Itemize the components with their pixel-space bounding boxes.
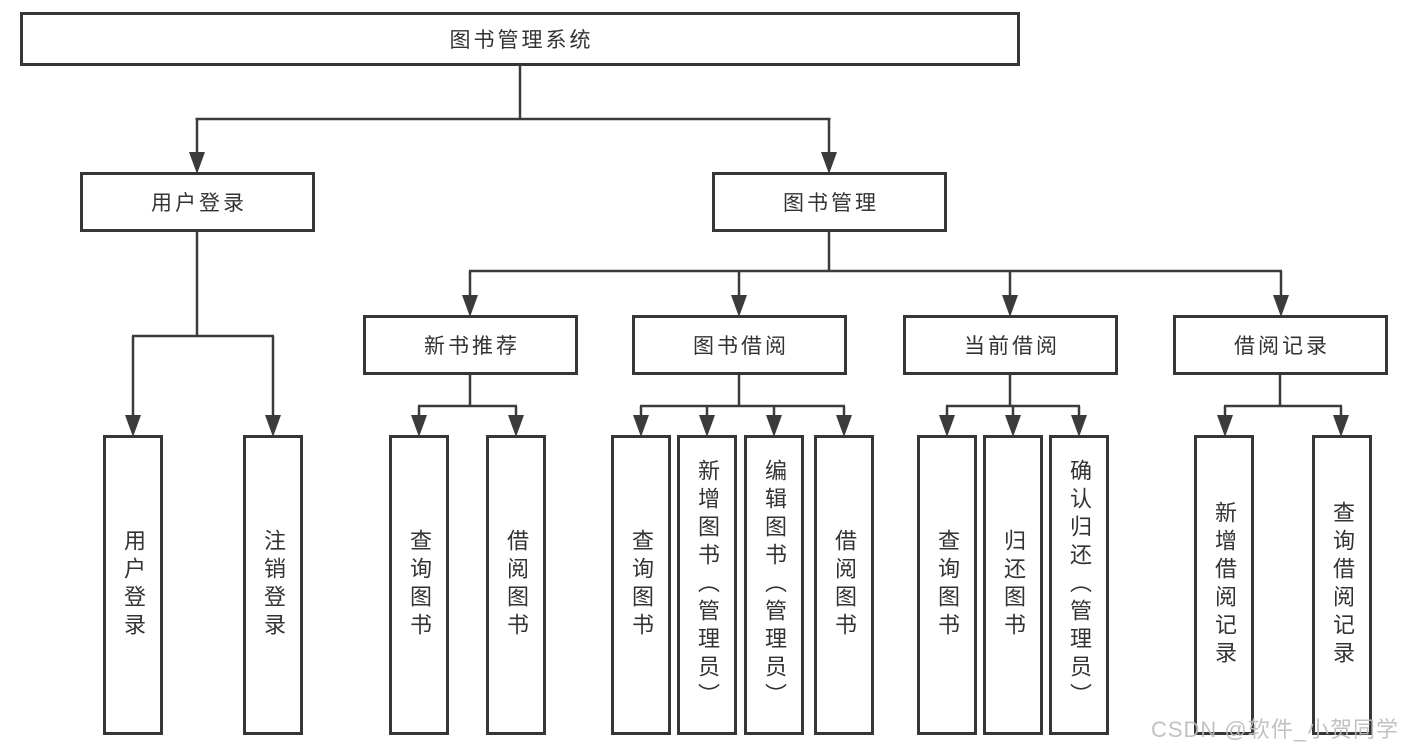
leaf-logout: 注销登录 — [243, 435, 303, 735]
leaf-query-book-1: 查询图书 — [389, 435, 449, 735]
leaf-user-login: 用户登录 — [103, 435, 163, 735]
leaf-return-book: 归还图书 — [983, 435, 1043, 735]
leaf-query-book-3: 查询图书 — [917, 435, 977, 735]
node-new-book-recommend: 新书推荐 — [363, 315, 578, 375]
node-library-management-system: 图书管理系统 — [20, 12, 1020, 66]
leaf-borrow-book-1: 借阅图书 — [486, 435, 546, 735]
node-borrow-record: 借阅记录 — [1173, 315, 1388, 375]
node-book-borrow: 图书借阅 — [632, 315, 847, 375]
leaf-confirm-return-admin: 确认归还（管理员） — [1049, 435, 1109, 735]
leaf-add-book-admin: 新增图书（管理员） — [677, 435, 737, 735]
leaf-query-book-2: 查询图书 — [611, 435, 671, 735]
arrowheads — [125, 152, 1349, 437]
node-book-management: 图书管理 — [712, 172, 947, 232]
leaf-add-borrow-record: 新增借阅记录 — [1194, 435, 1254, 735]
leaf-query-borrow-record: 查询借阅记录 — [1312, 435, 1372, 735]
node-current-borrow: 当前借阅 — [903, 315, 1118, 375]
leaf-borrow-book-2: 借阅图书 — [814, 435, 874, 735]
node-user-login: 用户登录 — [80, 172, 315, 232]
leaf-edit-book-admin: 编辑图书（管理员） — [744, 435, 804, 735]
